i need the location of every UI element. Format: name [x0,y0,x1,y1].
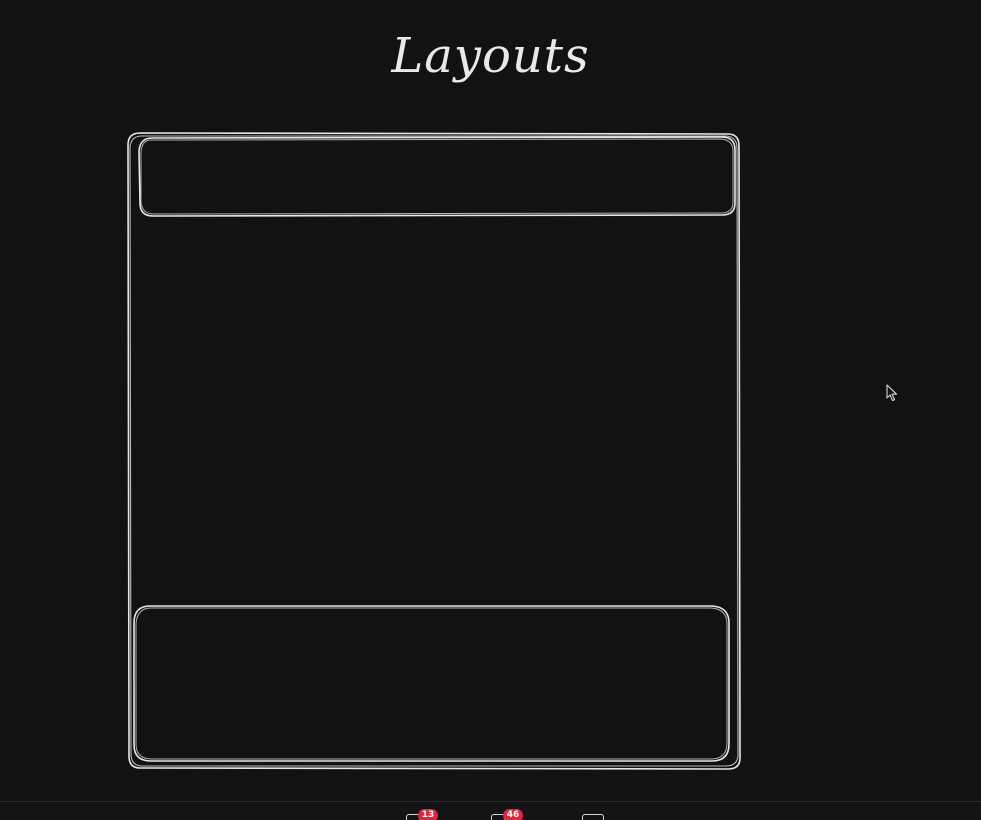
notes-count-badge: 46 [503,809,523,820]
outer-frame[interactable] [127,132,741,770]
bottom-toolbar: 13 46 [0,801,981,820]
whiteboard-canvas[interactable]: Layouts [0,0,981,801]
layout-sketch[interactable] [0,0,981,801]
notes-button[interactable]: 46 [491,809,523,820]
mouse-cursor-icon [886,384,898,402]
chat-button[interactable]: 13 [406,809,438,820]
footer-box[interactable] [133,605,730,762]
chat-count-badge: 13 [418,809,438,820]
page-title: Layouts [391,28,590,84]
window-button[interactable] [582,810,604,820]
window-icon [582,814,604,820]
header-box[interactable] [138,136,736,217]
